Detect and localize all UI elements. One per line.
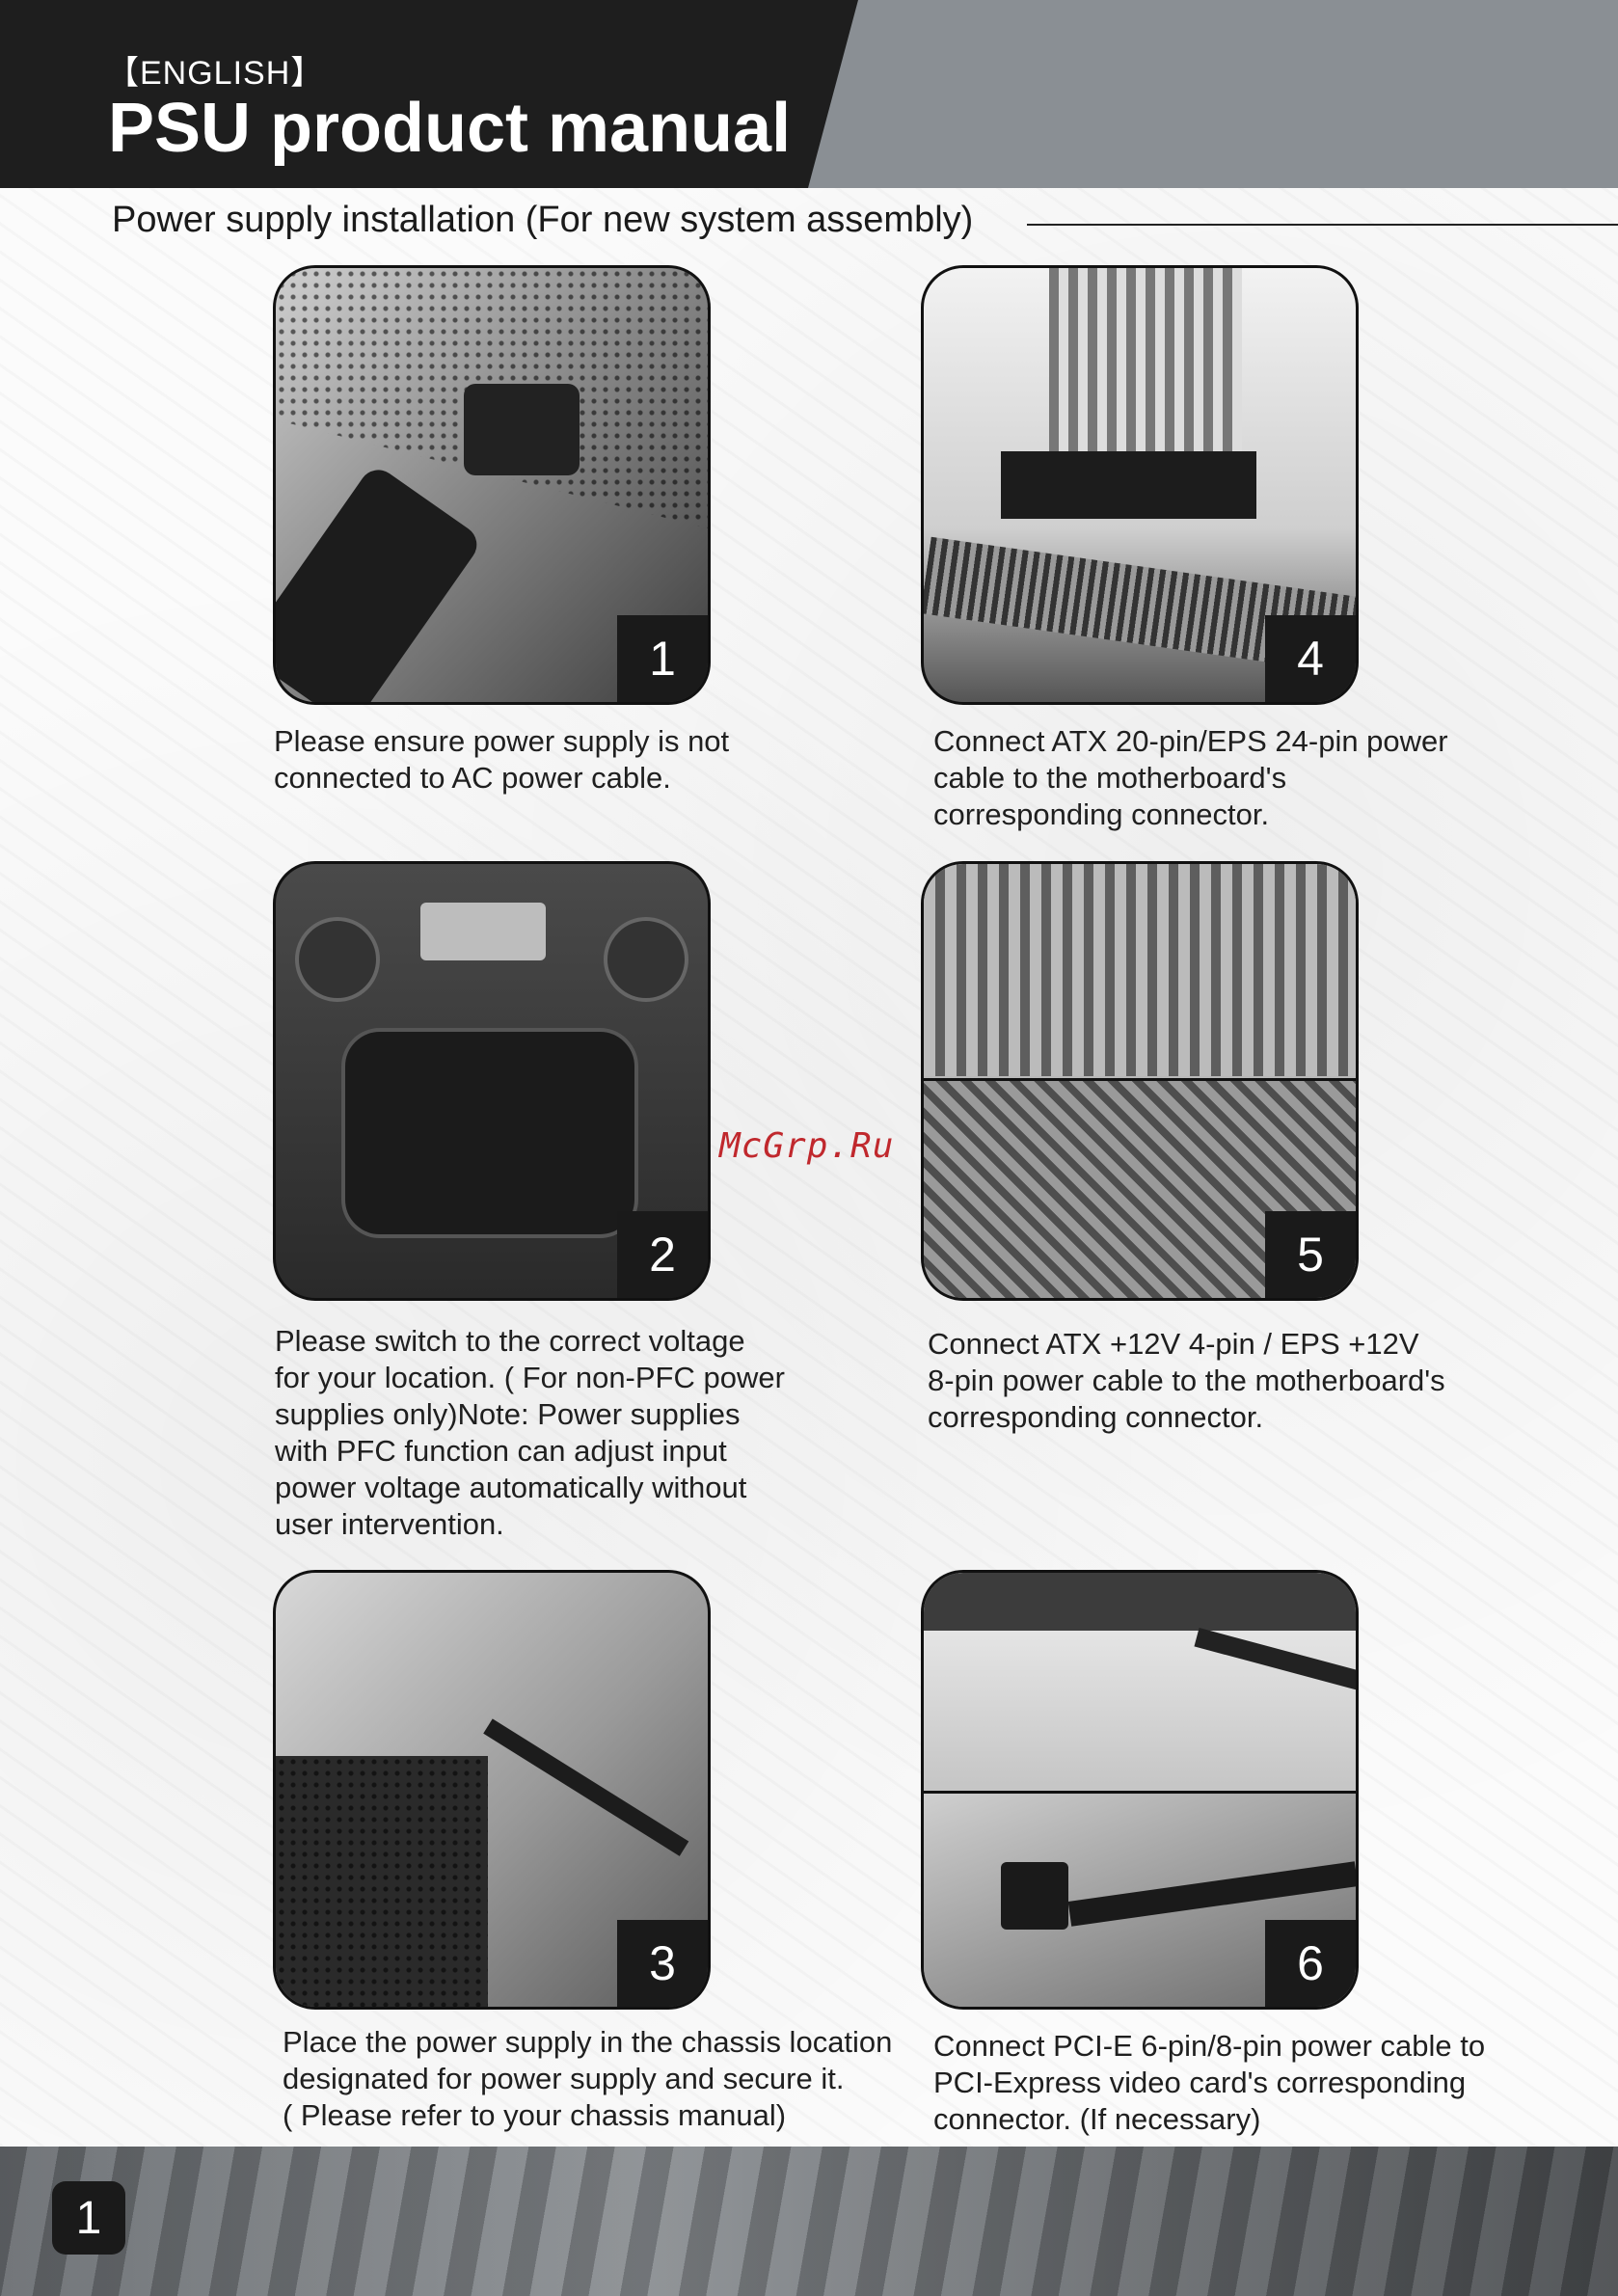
header-title-block: [0, 0, 858, 188]
footer-band: [0, 2147, 1618, 2296]
atx-connector-icon: [1001, 451, 1256, 519]
step-3-text: Place the power supply in the chassis lo…: [283, 2025, 893, 2132]
language-label: 【ENGLISH】: [106, 55, 325, 92]
voltage-socket-icon: [341, 1028, 638, 1238]
step-6-badge: 6: [1265, 1920, 1356, 2007]
section-title: Power supply installation (For new syste…: [112, 200, 974, 240]
screw-icon: [604, 917, 688, 1002]
step-1-text: Please ensure power supply is not connec…: [274, 724, 730, 795]
power-cable-icon: [276, 462, 485, 702]
screwdriver-icon: [483, 1718, 689, 1856]
screw-icon: [295, 917, 380, 1002]
cable-bundle-icon: [1049, 268, 1242, 461]
background-texture: [0, 188, 1618, 2147]
step-1-photo: 1: [273, 265, 711, 705]
step-5-photo: 5: [921, 861, 1359, 1301]
step-4-photo: 4: [921, 265, 1359, 705]
step-6-text: Connect PCI-E 6-pin/8-pin power cable to…: [933, 2029, 1486, 2136]
step-2-text: Please switch to the correct voltage for…: [275, 1324, 785, 1541]
pcie-connector-icon: [1001, 1862, 1068, 1930]
page-number: 1: [52, 2181, 125, 2255]
step-2-badge: 2: [617, 1211, 708, 1298]
video-card-edge-icon: [924, 1573, 1356, 1631]
ac-socket-icon: [464, 384, 580, 475]
step-4-text: Connect ATX 20-pin/EPS 24-pin power cabl…: [933, 724, 1448, 831]
step-4-badge: 4: [1265, 615, 1356, 702]
section-divider: [1027, 224, 1618, 226]
step-5-text: Connect ATX +12V 4-pin / EPS +12V 8-pin …: [928, 1327, 1445, 1434]
manual-title: PSU product manual: [108, 90, 792, 167]
step-5-badge: 5: [1265, 1211, 1356, 1298]
voltage-switch-icon: [420, 903, 546, 960]
step-6-photo: 6: [921, 1570, 1359, 2010]
step-1-badge: 1: [617, 615, 708, 702]
pcie-cable-icon: [1194, 1628, 1356, 1691]
step-3-photo: 3: [273, 1570, 711, 2010]
site-watermark: McGrp.Ru: [719, 1126, 895, 1166]
step-2-photo: 2: [273, 861, 711, 1301]
step-3-badge: 3: [617, 1920, 708, 2007]
motherboard-detail-icon: [924, 864, 1356, 1076]
